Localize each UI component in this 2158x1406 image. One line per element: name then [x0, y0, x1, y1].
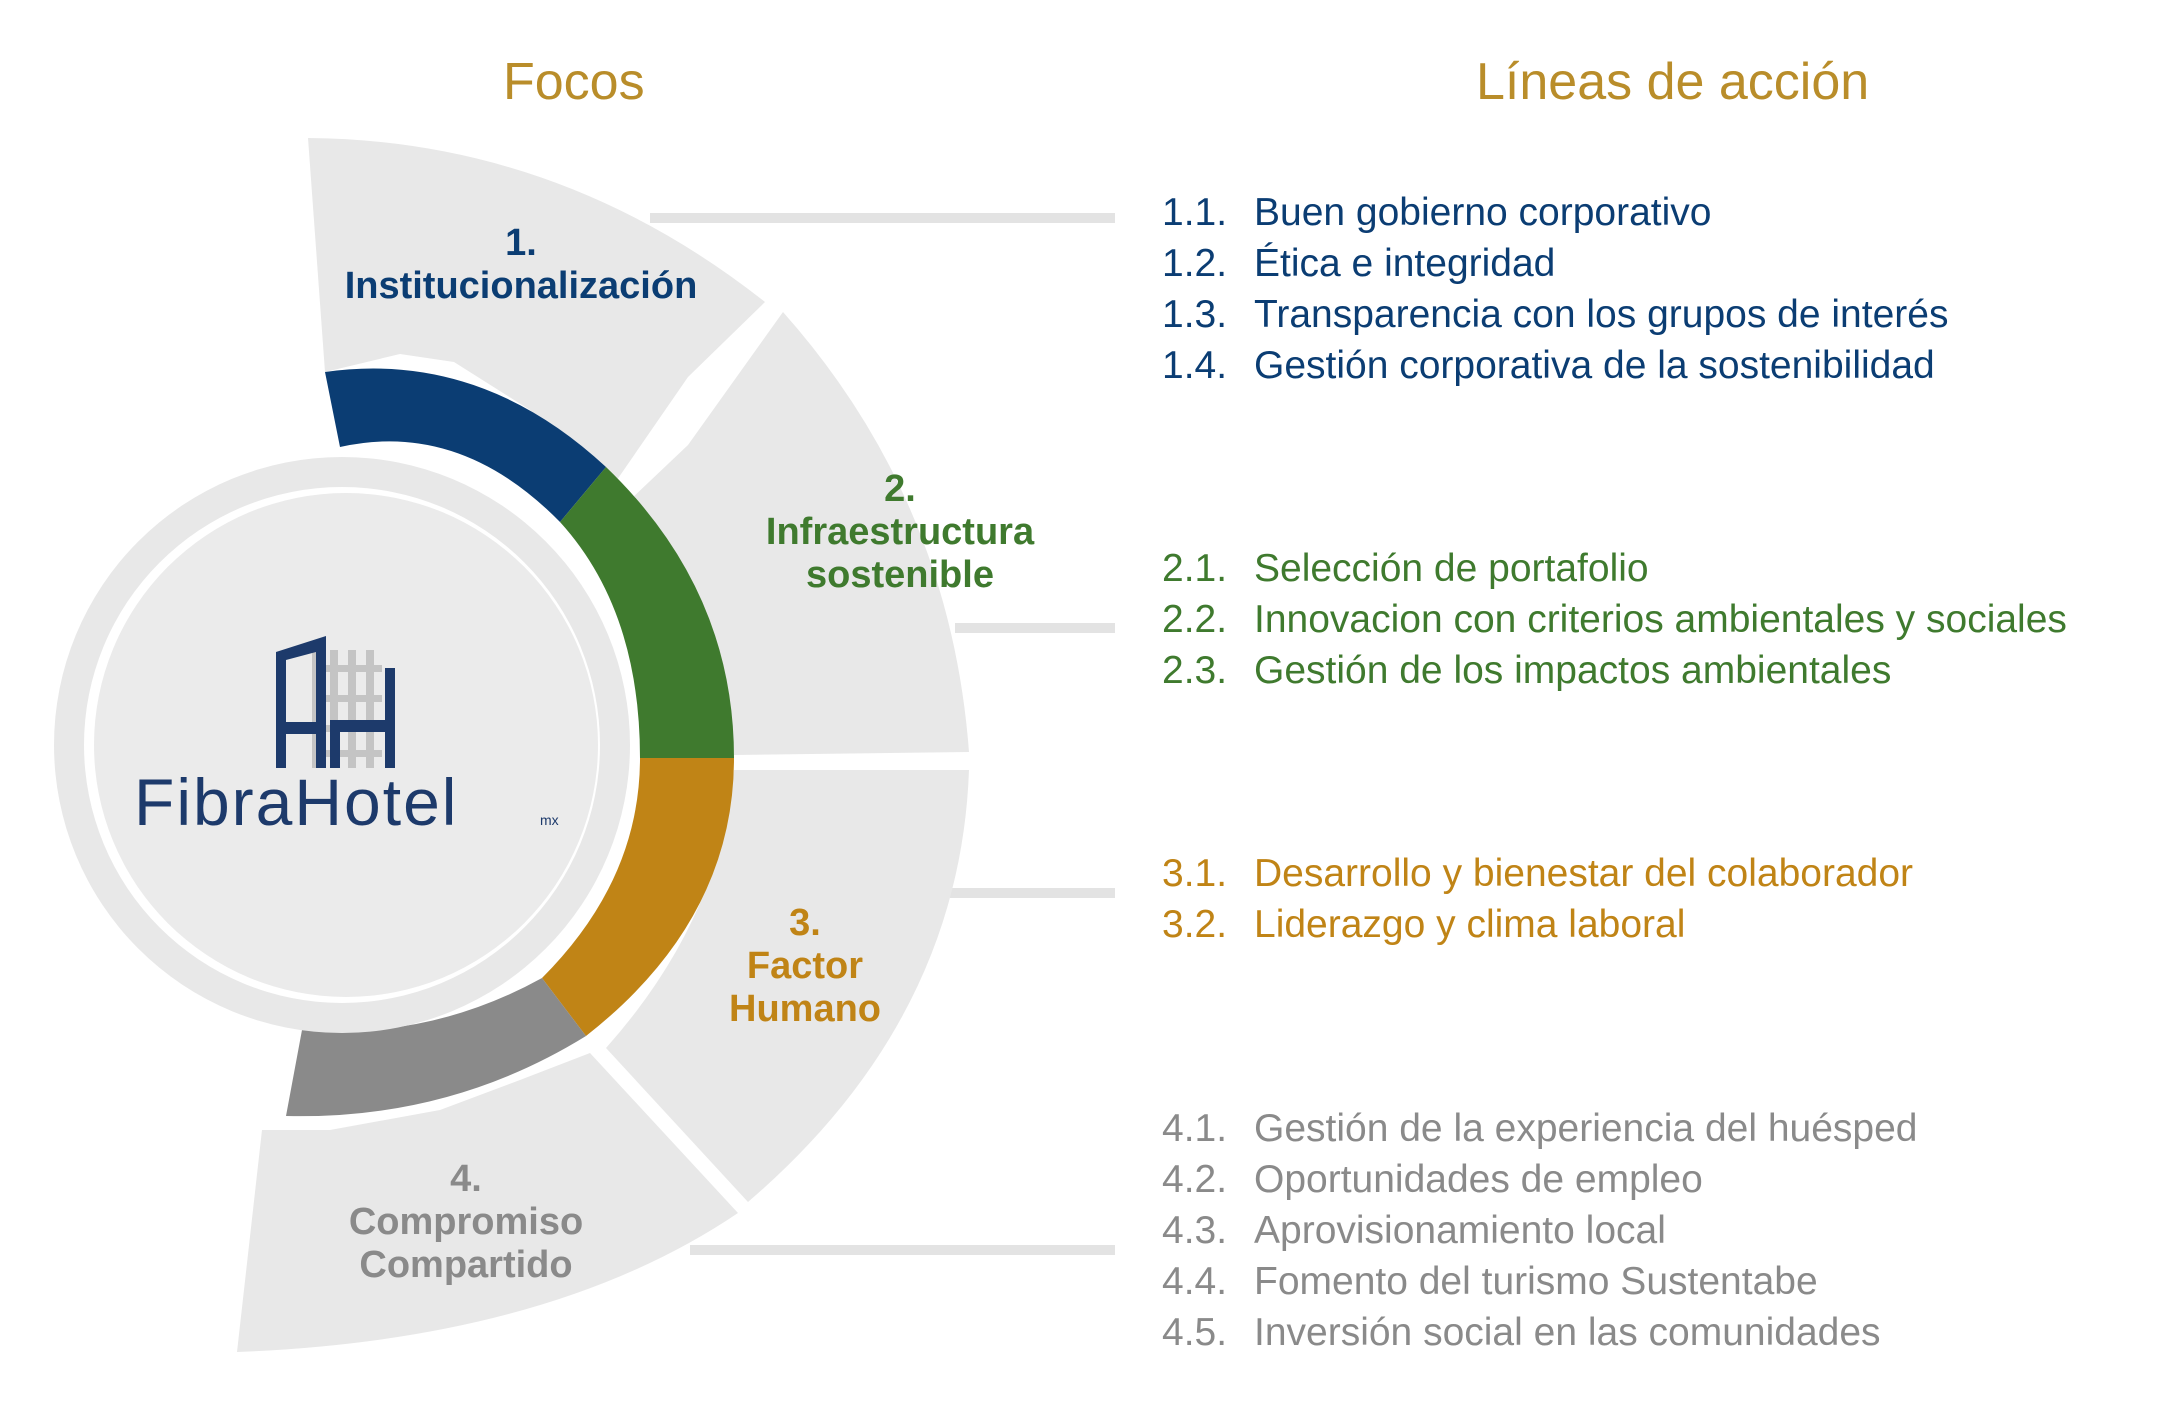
linea-item: 1.3. Transparencia con los grupos de inte… — [1162, 289, 1948, 340]
foco-4-label: 4. Compromiso Compartido — [349, 1158, 583, 1287]
foco-1-title: Institucionalización — [344, 265, 698, 307]
ring-segment-2 — [560, 467, 734, 758]
lineas-heading: Líneas de acción — [1476, 53, 1870, 111]
foco-3-title-line1: Factor — [746, 945, 864, 987]
linea-item: 2.2. Innovacion con criterios ambientales… — [1162, 594, 2067, 645]
foco-2-number: 2. — [884, 468, 916, 510]
linea-text: Transparencia con los grupos de interés — [1254, 293, 1949, 336]
foco-3-number: 3. — [789, 902, 821, 944]
linea-number: 3.2. — [1162, 903, 1228, 946]
linea-number: 4.2. — [1162, 1158, 1228, 1201]
linea-number: 4.4. — [1162, 1260, 1228, 1303]
linea-text: Buen gobierno corporativo — [1254, 191, 1712, 234]
linea-item: 2.1. Selección de portafolio — [1162, 543, 2067, 594]
linea-text: Liderazgo y clima laboral — [1254, 903, 1686, 946]
linea-item: 1.1. Buen gobierno corporativo — [1162, 187, 1948, 238]
linea-item: 4.2. Oportunidades de empleo — [1162, 1154, 1917, 1205]
foco-3-label: 3. Factor Humano — [729, 902, 881, 1031]
linea-number: 4.3. — [1162, 1209, 1228, 1252]
foco-4-number: 4. — [450, 1158, 482, 1200]
linea-text: Desarrollo y bienestar del colaborador — [1254, 852, 1914, 895]
sector-3 — [606, 770, 969, 1202]
foco-4-title-line1: Compromiso — [348, 1201, 584, 1243]
linea-number: 2.1. — [1162, 547, 1228, 590]
connector-lines — [650, 213, 1115, 1255]
foco-2-title-line2: sostenible — [806, 554, 994, 596]
linea-text: Oportunidades de empleo — [1254, 1158, 1703, 1201]
lineas-group-1: 1.1. Buen gobierno corporativo 1.2. Ética … — [1162, 187, 1948, 391]
lineas-group-3: 3.1. Desarrollo y bienestar del colaborad… — [1162, 848, 1913, 950]
linea-number: 2.3. — [1162, 649, 1228, 692]
foco-1-number: 1. — [505, 222, 537, 264]
linea-item: 1.4. Gestión corporativa de la sostenibil… — [1162, 340, 1948, 391]
linea-text: Gestión corporativa de la sostenibilidad — [1254, 344, 1935, 387]
center-disc — [94, 493, 598, 997]
linea-text: Aprovisionamiento local — [1254, 1209, 1666, 1252]
focos-heading: Focos — [503, 53, 645, 111]
linea-number: 4.5. — [1162, 1311, 1228, 1354]
logo-wordmark: FibraHotel — [134, 765, 459, 839]
linea-item: 2.3. Gestión de los impactos ambientales — [1162, 645, 2067, 696]
linea-text: Selección de portafolio — [1254, 547, 1649, 590]
linea-number: 4.1. — [1162, 1107, 1228, 1150]
linea-item: 4.5. Inversión social en las comunidades — [1162, 1307, 1917, 1358]
linea-number: 3.1. — [1162, 852, 1228, 895]
foco-4-title-line2: Compartido — [359, 1244, 573, 1286]
linea-item: 1.2. Ética e integridad — [1162, 238, 1948, 289]
linea-number: 1.3. — [1162, 293, 1228, 336]
foco-2-label: 2. Infraestructura sostenible — [766, 468, 1034, 597]
linea-item: 4.3. Aprovisionamiento local — [1162, 1205, 1917, 1256]
linea-item: 3.1. Desarrollo y bienestar del colaborad… — [1162, 848, 1913, 899]
lineas-group-4: 4.1. Gestión de la experiencia del huéspe… — [1162, 1103, 1917, 1358]
linea-text: Inversión social en las comunidades — [1254, 1311, 1881, 1354]
linea-text: Innovacion con criterios ambientales y s… — [1254, 598, 2067, 641]
ring-segment-3 — [542, 758, 734, 1036]
linea-text: Gestión de los impactos ambientales — [1254, 649, 1892, 692]
logo-suffix: mx — [540, 812, 559, 828]
linea-number: 2.2. — [1162, 598, 1228, 641]
linea-text: Ética e integridad — [1254, 242, 1556, 285]
foco-2-title-line1: Infraestructura — [765, 511, 1035, 553]
linea-item: 3.2. Liderazgo y clima laboral — [1162, 899, 1913, 950]
linea-item: 4.4. Fomento del turismo Sustentabe — [1162, 1256, 1917, 1307]
linea-item: 4.1. Gestión de la experiencia del huéspe… — [1162, 1103, 1917, 1154]
linea-number: 1.2. — [1162, 242, 1228, 285]
linea-number: 1.4. — [1162, 344, 1228, 387]
sector-1 — [308, 138, 765, 490]
lineas-group-2: 2.1. Selección de portafolio 2.2. Innovaci… — [1162, 543, 2067, 696]
ring-segment-4 — [286, 978, 586, 1117]
ring-segment-1 — [325, 368, 606, 522]
building-icon — [276, 636, 395, 768]
focos-ring — [286, 368, 734, 1117]
foco-3-title-line2: Humano — [729, 988, 881, 1030]
sector-4 — [237, 1053, 738, 1352]
linea-text: Fomento del turismo Sustentabe — [1254, 1260, 1818, 1303]
linea-text: Gestión de la experiencia del huésped — [1254, 1107, 1918, 1150]
foco-1-label: 1. Institucionalización — [345, 222, 698, 308]
linea-number: 1.1. — [1162, 191, 1228, 234]
